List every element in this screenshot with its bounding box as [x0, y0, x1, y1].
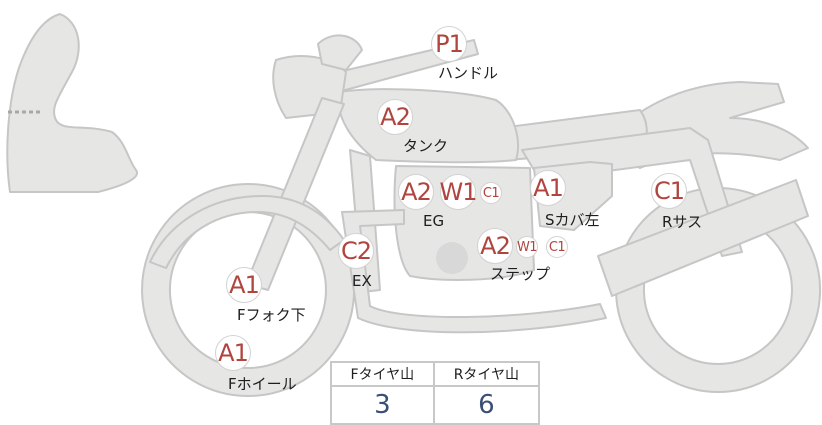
- badge-step-w: W1: [516, 236, 538, 258]
- label-handle: ハンドル: [438, 64, 499, 82]
- badge-tank: A2: [377, 99, 413, 135]
- badge-front-fork: A1: [226, 267, 262, 303]
- rear-tire-header: Rタイヤ山: [432, 361, 541, 387]
- badge-exhaust: C2: [338, 233, 374, 269]
- fork-top-part: [317, 34, 363, 71]
- front-fork-part: [245, 97, 345, 291]
- front-tire-value: 3: [330, 385, 435, 425]
- label-rear-sus: Rサス: [662, 213, 703, 231]
- engine-cover-dot: [436, 242, 468, 274]
- front-tire-header: Fタイヤ山: [330, 361, 435, 387]
- badge-engine-w: W1: [440, 174, 478, 210]
- badge-engine-c: C1: [480, 182, 502, 204]
- badge-scover-left: A1: [530, 170, 566, 206]
- label-step: ステップ: [490, 265, 551, 283]
- badge-step-c: C1: [546, 236, 568, 258]
- badge-step-a: A2: [477, 228, 513, 264]
- label-tank: タンク: [403, 137, 449, 155]
- label-exhaust: EX: [352, 272, 372, 290]
- exhaust-part: [341, 209, 607, 334]
- badge-front-wheel: A1: [215, 335, 251, 371]
- label-scover-left: Sカバ左: [545, 211, 600, 229]
- windscreen-part: [6, 13, 139, 193]
- badge-engine-a: A2: [398, 174, 434, 210]
- muffler-part: [597, 179, 809, 297]
- tire-tread-table: Fタイヤ山 Rタイヤ山 3 6: [330, 361, 541, 425]
- badge-handle: P1: [431, 26, 467, 62]
- badge-rear-sus: C1: [651, 173, 687, 209]
- rear-tire-value: 6: [432, 385, 541, 425]
- label-front-wheel: Fホイール: [228, 375, 297, 393]
- label-engine: EG: [423, 212, 445, 230]
- label-front-fork: Fフォク下: [237, 306, 306, 324]
